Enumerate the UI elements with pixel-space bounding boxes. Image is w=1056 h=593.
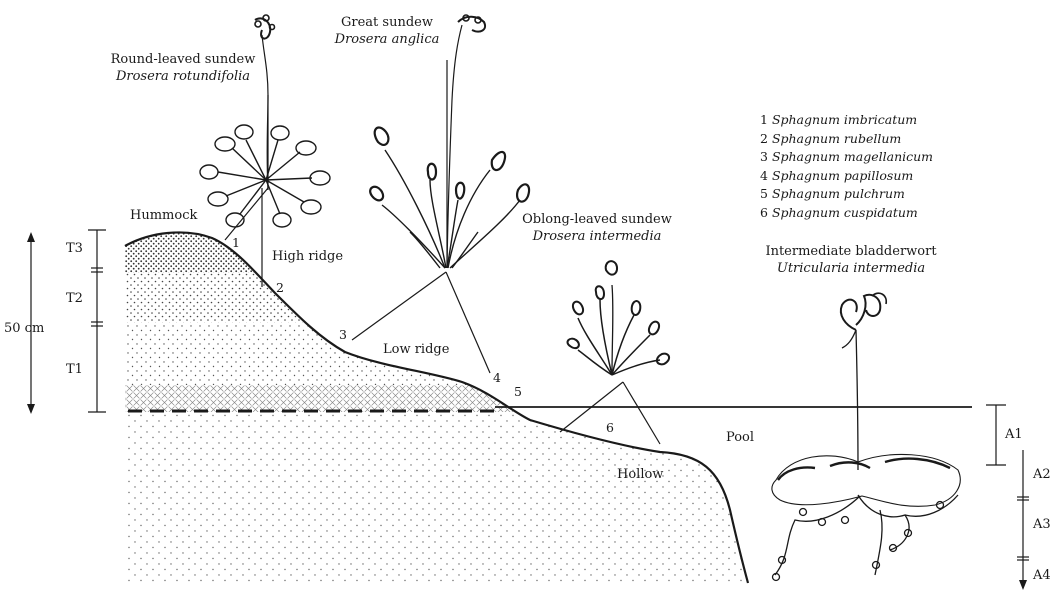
species-item-4: 4 Sphagnum papillosum xyxy=(760,167,933,186)
sphagnum-species-list: 1 Sphagnum imbricatum 2 Sphagnum rubellu… xyxy=(760,111,933,223)
great-sundew-drawing xyxy=(370,15,529,268)
zone-label-hummock: Hummock xyxy=(130,208,197,223)
round-leaved-sundew-common-name: Round-leaved sundew xyxy=(111,52,256,67)
position-6: 6 xyxy=(606,420,614,435)
species-item-3: 3 Sphagnum magellanicum xyxy=(760,148,933,167)
oblong-leaved-sundew-drawing xyxy=(568,261,670,375)
layer-label-a3: A3 xyxy=(1033,517,1051,532)
species-item-6: 6 Sphagnum cuspidatum xyxy=(760,204,933,223)
zone-label-pool: Pool xyxy=(726,430,754,445)
species-name: Sphagnum imbricatum xyxy=(772,112,917,127)
round-leaved-sundew-drawing xyxy=(200,15,330,227)
position-2: 2 xyxy=(276,280,284,295)
bladderwort-latin-name: Utricularia intermedia xyxy=(777,261,925,276)
layer-label-a1: A1 xyxy=(1005,427,1023,442)
species-number: 1 xyxy=(760,112,768,127)
layer-label-a2: A2 xyxy=(1033,467,1051,482)
bladderwort-drawing xyxy=(772,293,960,580)
bladderwort-common-name: Intermediate bladderwort xyxy=(765,244,936,259)
species-item-2: 2 Sphagnum rubellum xyxy=(760,130,933,149)
peat-profile xyxy=(120,225,760,587)
position-1: 1 xyxy=(232,235,240,250)
scale-label-50cm: 50 cm xyxy=(4,321,44,336)
position-4: 4 xyxy=(493,370,501,385)
layer-label-t2: T2 xyxy=(66,291,83,306)
species-number: 2 xyxy=(760,131,768,146)
layer-label-t3: T3 xyxy=(66,241,83,256)
position-5: 5 xyxy=(514,384,522,399)
great-sundew-common-name: Great sundew xyxy=(341,15,433,30)
species-number: 5 xyxy=(760,186,768,201)
species-item-5: 5 Sphagnum pulchrum xyxy=(760,185,933,204)
oblong-leaved-sundew-latin-name: Drosera intermedia xyxy=(533,229,662,244)
species-number: 3 xyxy=(760,149,768,164)
species-name: Sphagnum papillosum xyxy=(772,168,913,183)
round-leaved-sundew-latin-name: Drosera rotundifolia xyxy=(116,69,250,84)
species-name: Sphagnum rubellum xyxy=(772,131,901,146)
zone-label-high-ridge: High ridge xyxy=(272,249,343,264)
terrestrial-layer-scale xyxy=(88,230,106,412)
species-number: 4 xyxy=(760,168,768,183)
zone-label-hollow: Hollow xyxy=(617,467,663,482)
species-item-1: 1 Sphagnum imbricatum xyxy=(760,111,933,130)
zone-label-low-ridge: Low ridge xyxy=(383,342,449,357)
species-name: Sphagnum magellanicum xyxy=(772,149,933,164)
layer-label-a4: A4 xyxy=(1033,568,1051,583)
layer-label-t1: T1 xyxy=(66,362,83,377)
species-name: Sphagnum cuspidatum xyxy=(772,205,918,220)
great-sundew-latin-name: Drosera anglica xyxy=(335,32,440,47)
species-number: 6 xyxy=(760,205,768,220)
oblong-leaved-sundew-common-name: Oblong-leaved sundew xyxy=(522,212,672,227)
species-name: Sphagnum pulchrum xyxy=(772,186,905,201)
position-3: 3 xyxy=(339,327,347,342)
